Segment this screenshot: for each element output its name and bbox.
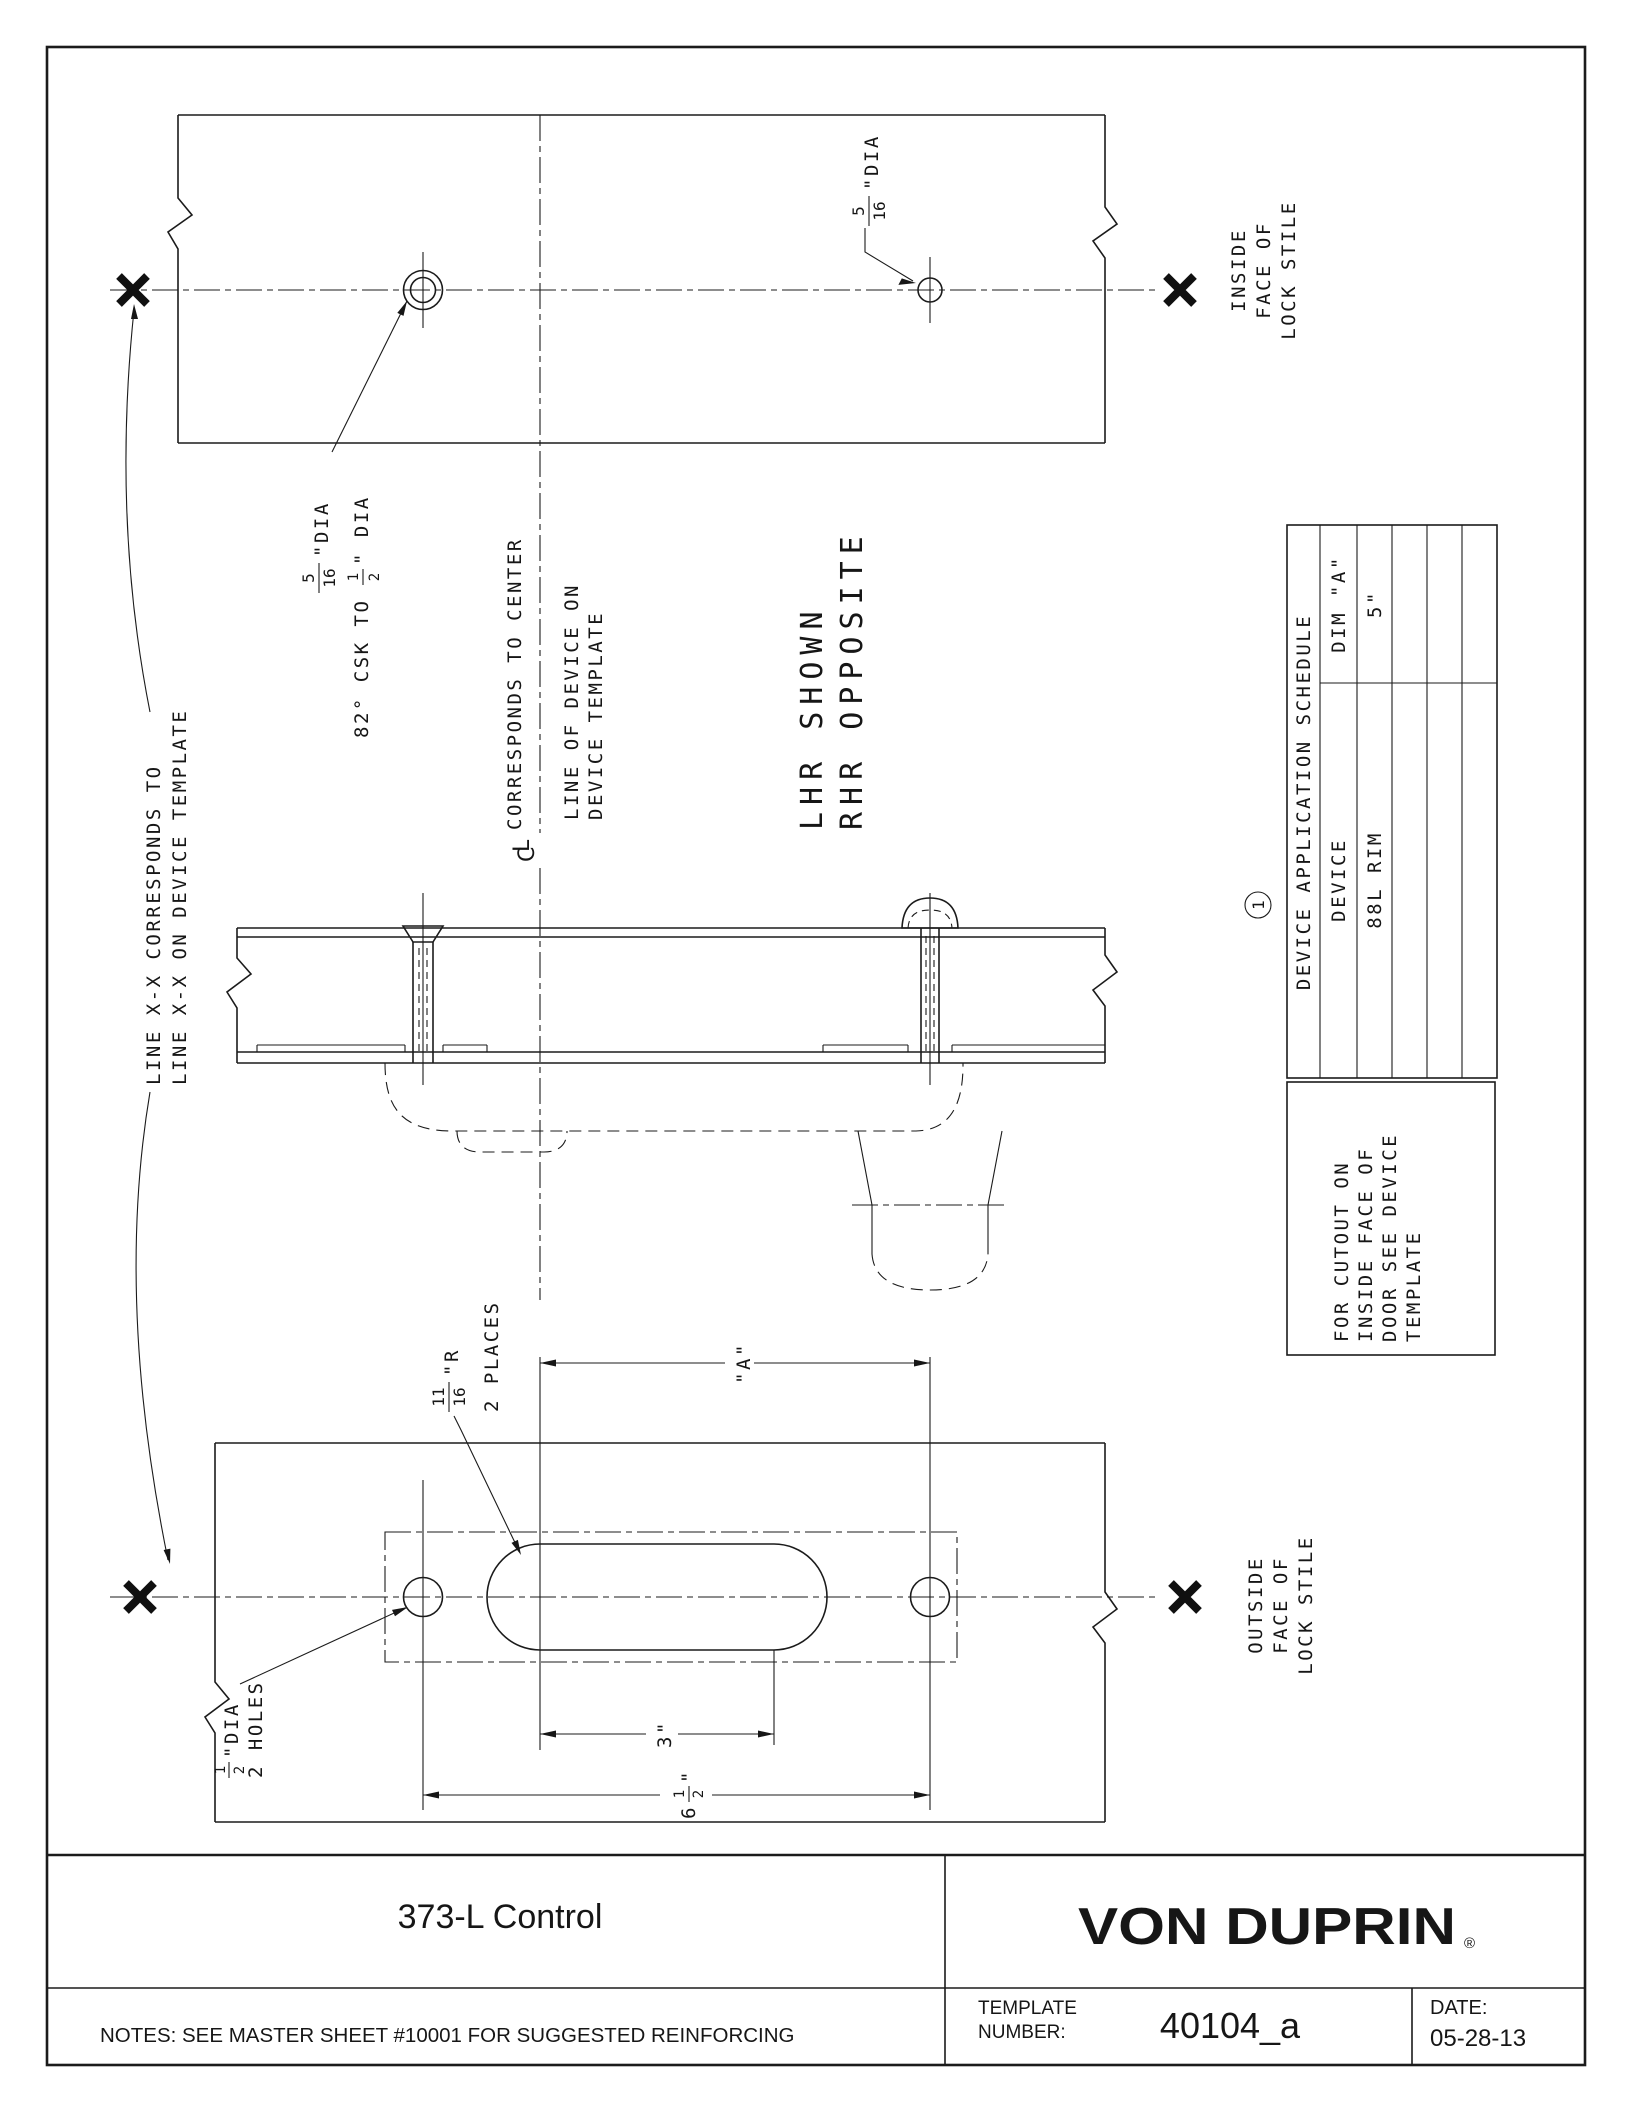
center-note-line3: DEVICE TEMPLATE <box>585 611 607 820</box>
csk-denominator: 16 <box>320 568 339 587</box>
x-mark-top-left <box>116 273 150 307</box>
brand-logo: VON DUPRIN <box>1078 1898 1456 1956</box>
handing-note: LHR SHOWN RHR OPPOSITE <box>795 529 870 830</box>
half-dia-holes: 2 HOLES <box>245 1680 267 1778</box>
outside-line3: LOCK STILE <box>1295 1535 1317 1674</box>
rhr-line: RHR OPPOSITE <box>835 529 870 830</box>
dim-3-label: 3" <box>654 1720 676 1748</box>
cutout-note-box: FOR CUTOUT ON INSIDE FACE OF DOOR SEE DE… <box>1286 1081 1496 1356</box>
outside-line2: FACE OF <box>1270 1556 1292 1654</box>
center-note-line1: CORRESPONDS TO CENTER <box>504 537 526 830</box>
drawing-title: 373-L Control <box>398 1898 603 1936</box>
flathead-screw <box>401 893 445 1085</box>
csk-note: 5 16 "DIA 82° CSK TO 1 2 " DIA <box>299 300 408 738</box>
x-mark-top-right <box>1163 273 1197 307</box>
date-value: 05-28-13 <box>1430 2025 1526 2052</box>
dim-a-label: "A" <box>733 1342 755 1384</box>
radius-places: 2 PLACES <box>481 1300 503 1412</box>
date-label: DATE: <box>1430 1997 1487 2019</box>
bottom-view-outside-face <box>110 1357 1202 1823</box>
outside-stile-label: OUTSIDE FACE OF LOCK STILE <box>1245 1535 1317 1674</box>
line-xx-text2: LINE X-X ON DEVICE TEMPLATE <box>169 709 191 1085</box>
dim-65-quote: " <box>678 1769 700 1783</box>
csk-half-den: 2 <box>367 573 383 581</box>
radius-suffix: "R <box>441 1348 463 1376</box>
panhead-screw <box>901 893 959 1085</box>
leader-arrow <box>898 278 916 285</box>
csk-dia-text: "DIA <box>311 501 333 557</box>
drilled-hole-516 <box>917 257 943 323</box>
dim-a: "A" <box>540 1342 930 1384</box>
svg-text:L: L <box>510 839 535 852</box>
dia516-denominator: 16 <box>870 201 889 220</box>
schedule-device-value: 88L RIM <box>1364 831 1386 929</box>
csk-half-num: 1 <box>346 573 362 581</box>
inside-line2: FACE OF <box>1253 221 1275 319</box>
dia516-label: 5 16 "DIA <box>849 134 916 285</box>
sheet-border <box>45 45 1587 2067</box>
cutout-note-line2: INSIDE FACE OF <box>1355 1147 1377 1342</box>
leader-arrow <box>397 301 407 316</box>
inside-stile-label: INSIDE FACE OF LOCK STILE <box>1228 200 1300 339</box>
drawing-notes: NOTES: SEE MASTER SHEET #10001 FOR SUGGE… <box>100 2024 795 2047</box>
top-view-inside-face <box>110 114 1197 833</box>
x-mark-bottom-left <box>123 1580 157 1614</box>
centerline-symbol: C L <box>510 839 540 862</box>
device-case-hidden-outline <box>384 1062 1008 1291</box>
dim-65-den: 2 <box>691 1790 707 1798</box>
svg-text:C: C <box>515 847 540 862</box>
countersunk-hole <box>402 252 444 328</box>
schedule-col-dim-a: DIM "A" <box>1328 555 1350 653</box>
radius-num: 11 <box>429 1387 448 1406</box>
radius-den: 16 <box>450 1387 469 1406</box>
cutout-note-line4: TEMPLATE <box>1403 1230 1425 1342</box>
dia516-text: "DIA <box>861 134 883 190</box>
cutout-note-line1: FOR CUTOUT ON <box>1331 1161 1353 1342</box>
lhr-line: LHR SHOWN <box>795 604 830 830</box>
csk-numerator: 5 <box>299 573 318 583</box>
registered-mark: ® <box>1464 1935 1475 1952</box>
line-xx-note: LINE X-X CORRESPONDS TO LINE X-X ON DEVI… <box>125 304 191 1564</box>
schedule-col-device: DEVICE <box>1328 838 1350 922</box>
section-view-door-edge <box>225 893 1119 1291</box>
outside-line1: OUTSIDE <box>1245 1556 1267 1654</box>
dia516-numerator: 5 <box>849 206 868 216</box>
radius-note: 11 16 "R 2 PLACES <box>429 1300 521 1555</box>
note-ref-number: 1 <box>1249 900 1268 910</box>
inside-line3: LOCK STILE <box>1278 200 1300 339</box>
half-dia-den: 2 <box>232 1766 248 1774</box>
csk-line2-post: " DIA <box>351 495 373 565</box>
half-dia-num: 1 <box>213 1766 229 1774</box>
leader-arrow <box>131 304 138 319</box>
half-dia-note: 1 2 "DIA 2 HOLES <box>213 1607 408 1778</box>
center-note-line2: LINE OF DEVICE ON <box>561 583 583 820</box>
center-note: CORRESPONDS TO CENTER LINE OF DEVICE ON … <box>504 537 607 1300</box>
device-application-schedule: DEVICE APPLICATION SCHEDULE DIM "A" DEVI… <box>1286 524 1498 1079</box>
half-dia-text: "DIA <box>221 1702 243 1758</box>
x-mark-bottom-right <box>1168 1580 1202 1614</box>
template-label-2: NUMBER: <box>978 2022 1066 2043</box>
schedule-dim-value: 5" <box>1364 590 1386 618</box>
csk-line2-pre: 82° CSK TO <box>351 599 373 738</box>
leader-arrow <box>163 1548 171 1564</box>
template-number: 40104_a <box>1160 2005 1301 2046</box>
note-ref-marker: 1 <box>1244 891 1272 919</box>
title-block: 373-L Control NOTES: SEE MASTER SHEET #1… <box>47 1853 1585 2065</box>
dim-65-num: 1 <box>672 1790 688 1798</box>
case-boundary-hidden <box>384 1531 958 1663</box>
dim-3: 3" <box>540 1720 774 1748</box>
template-label-1: TEMPLATE <box>978 1998 1077 2019</box>
line-xx-text1: LINE X-X CORRESPONDS TO <box>143 764 165 1085</box>
schedule-title: DEVICE APPLICATION SCHEDULE <box>1293 614 1315 990</box>
dim-6-half: 6 1 2 " <box>423 1769 930 1819</box>
inside-line1: INSIDE <box>1228 228 1250 312</box>
cutout-note-line3: DOOR SEE DEVICE <box>1379 1133 1401 1342</box>
dim-65-whole: 6 <box>678 1805 700 1819</box>
